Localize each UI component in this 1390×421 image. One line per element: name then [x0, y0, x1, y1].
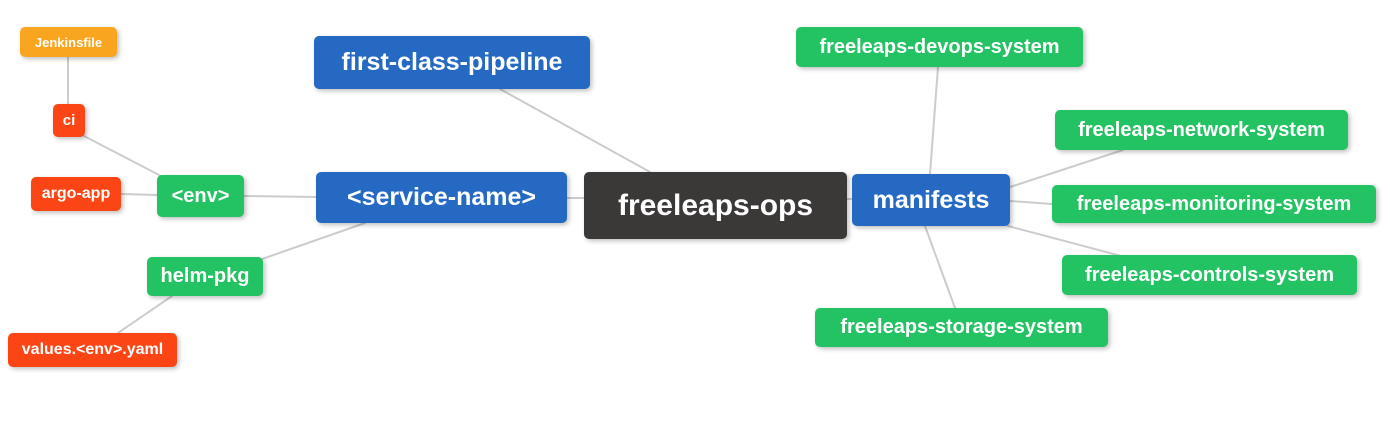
edge-helm-pkg-to-service-name — [261, 222, 366, 260]
mindmap-node-values-env-yaml[interactable]: values.<env>.yaml — [8, 333, 177, 367]
mindmap-node-monitoring-system[interactable]: freeleaps-monitoring-system — [1052, 185, 1376, 223]
edge-manifests-to-network-system — [1009, 149, 1124, 188]
edge-ci-to-env — [83, 135, 164, 178]
mindmap-node-freeleaps-ops[interactable]: freeleaps-ops — [584, 172, 847, 239]
mindmap-node-ci[interactable]: ci — [53, 104, 85, 137]
edge-manifests-to-storage-system — [924, 225, 956, 309]
mindmap-node-argo-app[interactable]: argo-app — [31, 177, 121, 211]
edge-values-env-yaml-to-helm-pkg — [117, 295, 173, 334]
edge-first-class-pipeline-to-freeleaps-ops — [499, 88, 651, 173]
edge-manifests-to-devops-system — [929, 66, 939, 175]
mindmap-node-jenkinsfile[interactable]: Jenkinsfile — [20, 27, 117, 57]
edge-env-to-service-name — [243, 195, 317, 198]
mindmap-node-storage-system[interactable]: freeleaps-storage-system — [815, 308, 1108, 347]
mindmap-node-service-name[interactable]: <service-name> — [316, 172, 567, 223]
edge-manifests-to-monitoring-system — [1009, 200, 1053, 205]
mindmap-node-manifests[interactable]: manifests — [852, 174, 1010, 226]
mindmap-node-helm-pkg[interactable]: helm-pkg — [147, 257, 263, 296]
mindmap-node-devops-system[interactable]: freeleaps-devops-system — [796, 27, 1083, 67]
mindmap-node-controls-system[interactable]: freeleaps-controls-system — [1062, 255, 1357, 295]
mindmap-node-network-system[interactable]: freeleaps-network-system — [1055, 110, 1348, 150]
edge-argo-app-to-env — [120, 193, 158, 196]
mindmap-node-env[interactable]: <env> — [157, 175, 244, 217]
edge-manifests-to-controls-system — [1007, 225, 1126, 258]
mindmap-node-first-class-pipeline[interactable]: first-class-pipeline — [314, 36, 590, 89]
